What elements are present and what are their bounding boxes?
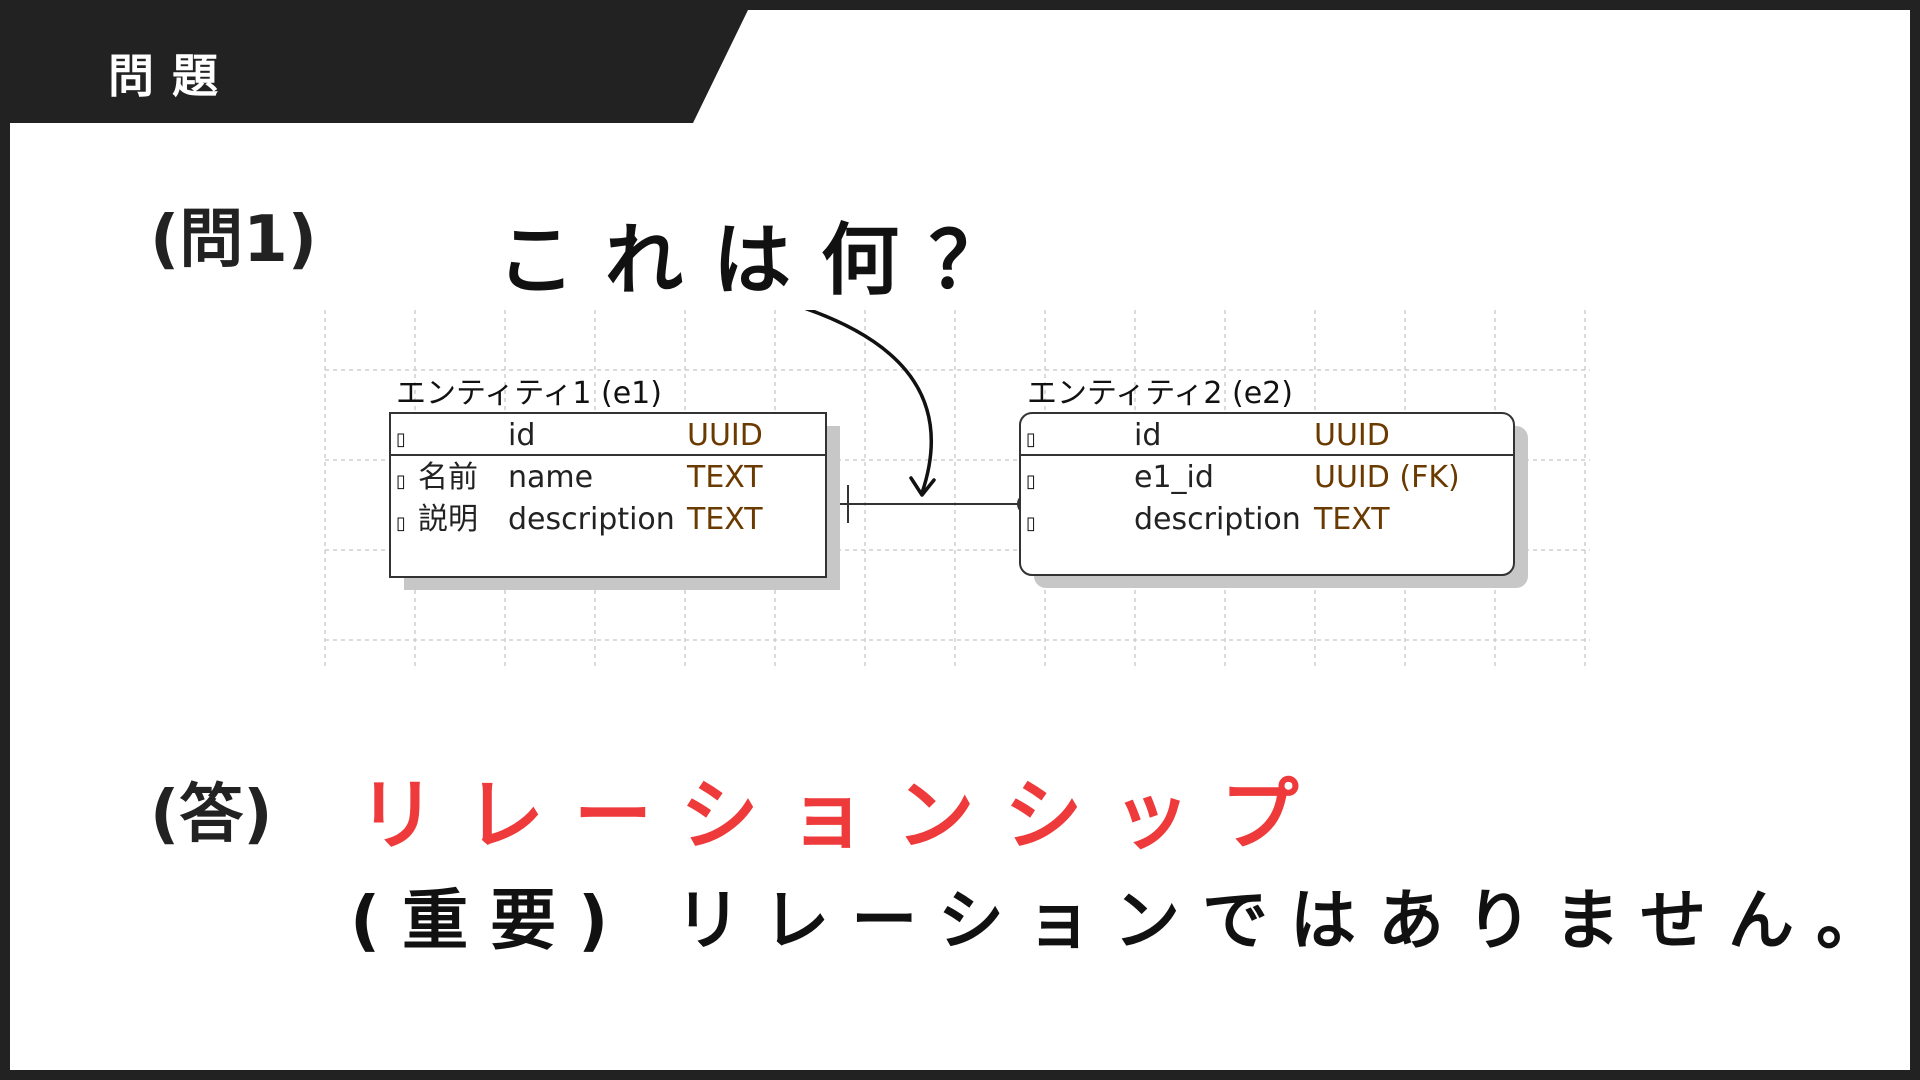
field-name: description (1134, 502, 1301, 537)
er-diagram: エンティティ1 (e1) ▯ id UUID ▯ 名前 name TEXT ▯ … (324, 310, 1590, 670)
pointer-arrow (804, 310, 933, 495)
field-type: UUID (1314, 418, 1390, 453)
field-name: id (1134, 418, 1161, 453)
row-marker: ▯ (396, 513, 406, 534)
row-marker: ▯ (396, 471, 406, 492)
row-marker: ▯ (396, 429, 406, 450)
row-marker: ▯ (1026, 429, 1036, 450)
field-type: UUID (687, 418, 763, 453)
entity-2-title: エンティティ2 (e2) (1027, 376, 1293, 411)
pointer-arrowhead (909, 476, 936, 497)
header-title: 問題 (108, 49, 236, 103)
row-marker: ▯ (1026, 471, 1036, 492)
answer-label: (答) (150, 778, 273, 852)
entity-1: エンティティ1 (e1) ▯ id UUID ▯ 名前 name TEXT ▯ … (389, 376, 840, 590)
field-type: TEXT (686, 502, 763, 537)
field-logical-name: 名前 (418, 460, 478, 495)
answer-text: リレーションシップ (358, 771, 1329, 861)
field-name: description (508, 502, 675, 537)
field-logical-name: 説明 (418, 502, 478, 537)
field-type: UUID (FK) (1314, 460, 1460, 495)
field-name: id (508, 418, 535, 453)
header-banner (10, 10, 748, 123)
entity-1-title: エンティティ1 (e1) (396, 376, 662, 411)
field-type: TEXT (1313, 502, 1390, 537)
answer-note: (重要) リレーションではありません。 (350, 882, 1905, 959)
slide: 問題 (問1) これは何？ (10, 10, 1910, 1070)
question-label: (問1) (150, 203, 318, 277)
question-text: これは何？ (497, 216, 1038, 306)
entity-2: エンティティ2 (e2) ▯ id UUID ▯ e1_id UUID (FK)… (1019, 376, 1528, 588)
field-type: TEXT (686, 460, 763, 495)
row-marker: ▯ (1026, 513, 1036, 534)
field-name: e1_id (1134, 460, 1214, 495)
field-name: name (508, 460, 593, 495)
